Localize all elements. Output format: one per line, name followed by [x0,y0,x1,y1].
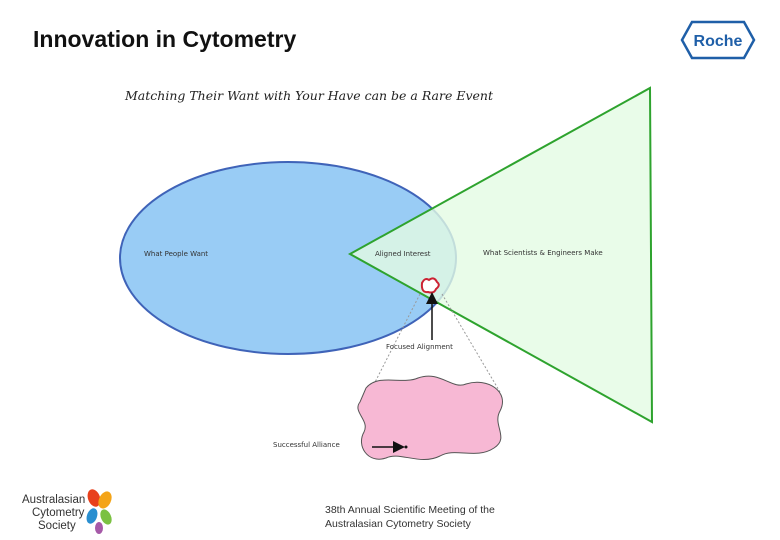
make-label: What Scientists & Engineers Make [483,249,603,257]
roche-logo-text: Roche [694,33,743,50]
alliance-dot [404,445,408,449]
zoom-line-right [441,293,501,393]
pink-blob [357,375,503,461]
make-triangle [347,86,654,424]
meeting-line-2: Australasian Cytometry Society [325,518,471,530]
acs-butterfly-logo [86,489,112,534]
acs-line-1: Australasian [22,494,86,506]
small-blob [420,277,440,294]
aligned-label: Aligned Interest [375,250,431,258]
meeting-caption: 38th Annual Scientific Meeting of the Au… [325,503,495,531]
meeting-line-1: 38th Annual Scientific Meeting of the [325,504,495,516]
roche-logo: Roche [680,20,756,60]
alliance-label: Successful Alliance [273,441,340,449]
acs-society-name: Australasian Cytometry Society [22,494,85,533]
slide-title: Innovation in Cytometry [33,26,297,52]
acs-line-3: Society [38,520,76,532]
acs-line-2: Cytometry [32,507,85,519]
focused-label: Focused Alignment [386,343,453,351]
diagram-subtitle: Matching Their Want with Your Have can b… [125,88,493,103]
want-label: What People Want [144,250,209,258]
